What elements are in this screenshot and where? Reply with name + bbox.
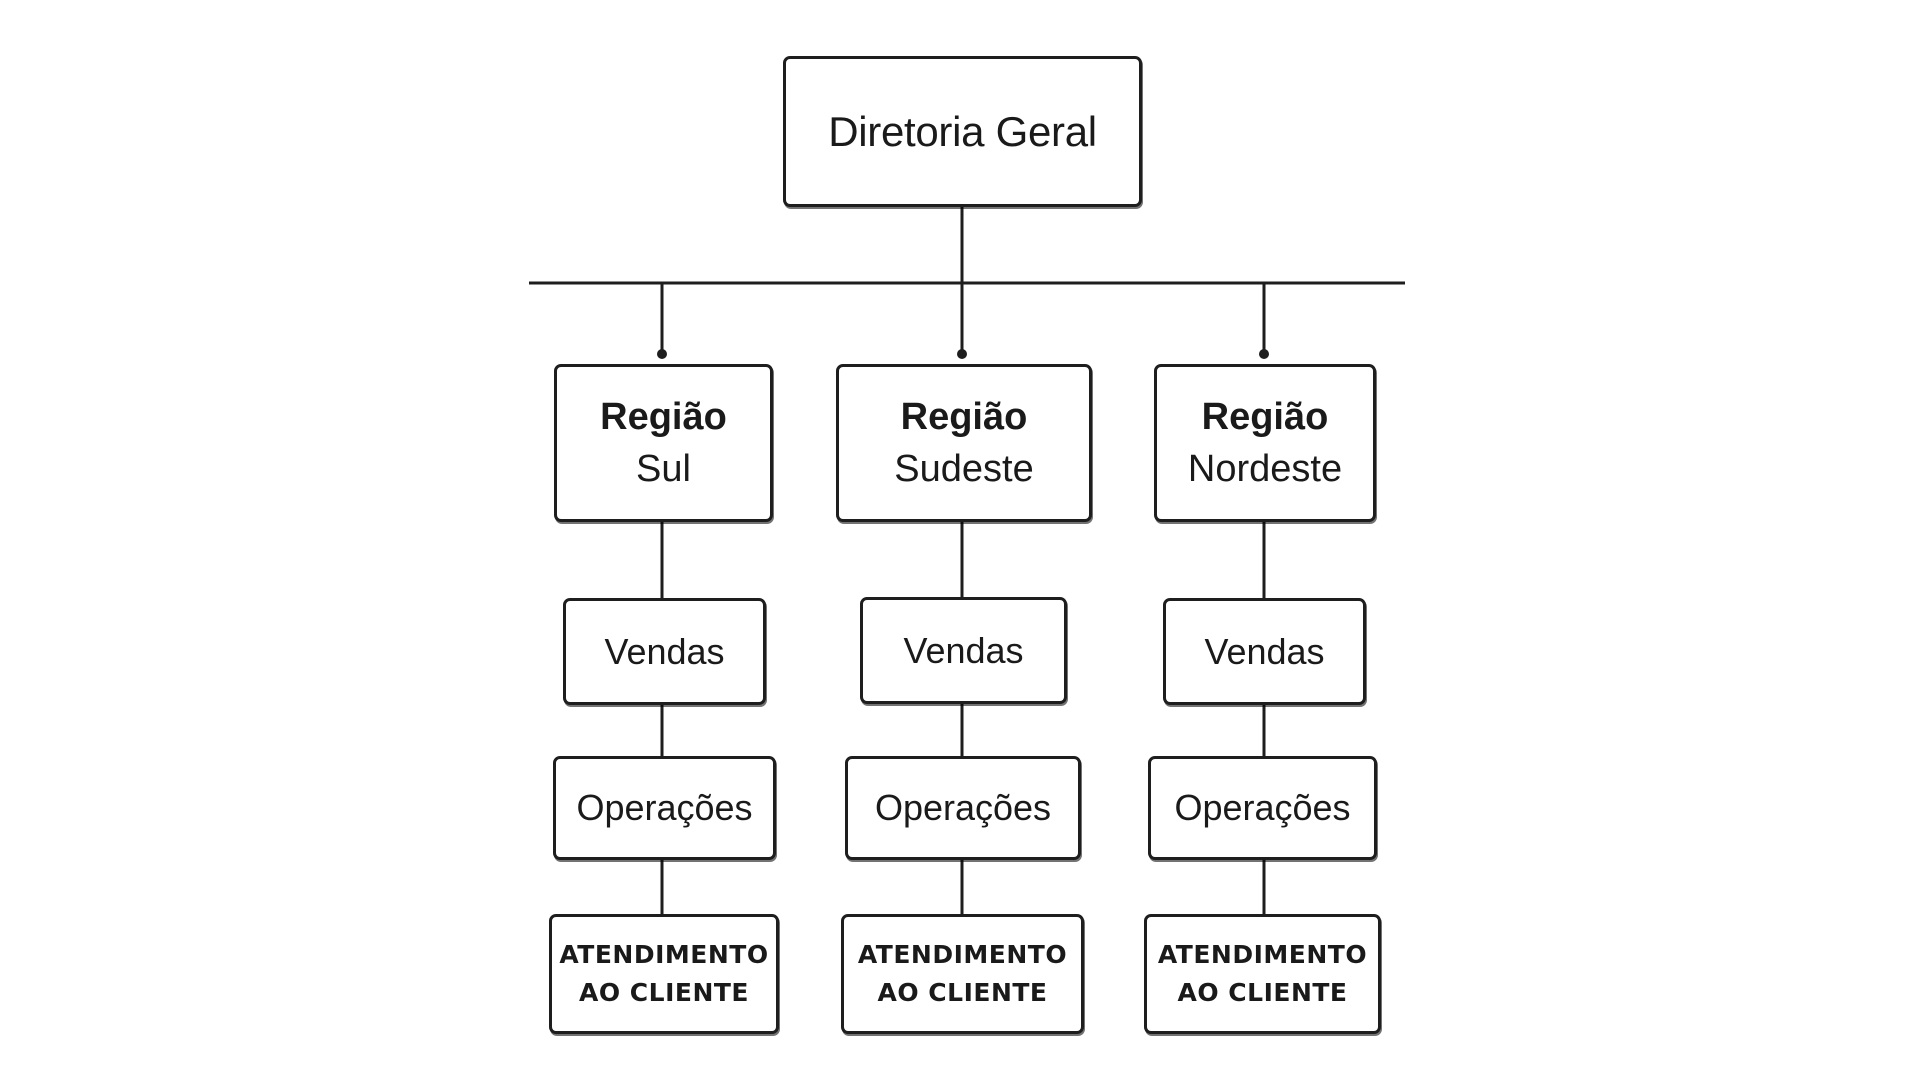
region-title: Região xyxy=(1201,396,1329,438)
service-label-line2: AO CLIENTE xyxy=(1177,978,1348,1007)
node-regiao-sudeste: Região Sudeste xyxy=(836,364,1092,522)
dept-label: Operações xyxy=(1174,787,1351,828)
node-vendas-sudeste: Vendas xyxy=(860,597,1067,704)
service-label-line2: AO CLIENTE xyxy=(578,978,749,1007)
node-atendimento-sul: ATENDIMENTO AO CLIENTE xyxy=(549,914,779,1034)
node-atendimento-nordeste: ATENDIMENTO AO CLIENTE xyxy=(1144,914,1381,1034)
dept-label: Operações xyxy=(576,787,753,828)
region-name: Sul xyxy=(636,448,691,490)
node-vendas-nordeste: Vendas xyxy=(1163,598,1366,705)
service-label-line1: ATENDIMENTO xyxy=(559,940,769,969)
node-operacoes-sul: Operações xyxy=(553,756,776,860)
connector-dot-sul xyxy=(657,349,667,359)
node-operacoes-nordeste: Operações xyxy=(1148,756,1377,860)
region-title: Região xyxy=(900,396,1028,438)
node-diretoria-geral: Diretoria Geral xyxy=(783,56,1142,207)
node-regiao-nordeste: Região Nordeste xyxy=(1154,364,1376,522)
service-label-line1: ATENDIMENTO xyxy=(1157,940,1368,969)
connector-dot-nordeste xyxy=(1259,349,1269,359)
dept-label: Vendas xyxy=(604,630,725,672)
region-name: Sudeste xyxy=(894,448,1034,490)
dept-label: Vendas xyxy=(903,629,1024,671)
dept-label: Vendas xyxy=(1204,630,1325,672)
node-diretoria-geral-label: Diretoria Geral xyxy=(828,107,1097,155)
node-regiao-sul: Região Sul xyxy=(554,364,773,522)
connector-dot-sudeste xyxy=(957,349,967,359)
node-vendas-sul: Vendas xyxy=(563,598,766,705)
region-name: Nordeste xyxy=(1187,448,1343,490)
node-atendimento-sudeste: ATENDIMENTO AO CLIENTE xyxy=(841,914,1084,1034)
service-label-line1: ATENDIMENTO xyxy=(857,940,1068,969)
service-label-line2: AO CLIENTE xyxy=(877,978,1048,1007)
node-operacoes-sudeste: Operações xyxy=(845,756,1081,860)
dept-label: Operações xyxy=(874,787,1052,828)
region-title: Região xyxy=(600,396,727,438)
